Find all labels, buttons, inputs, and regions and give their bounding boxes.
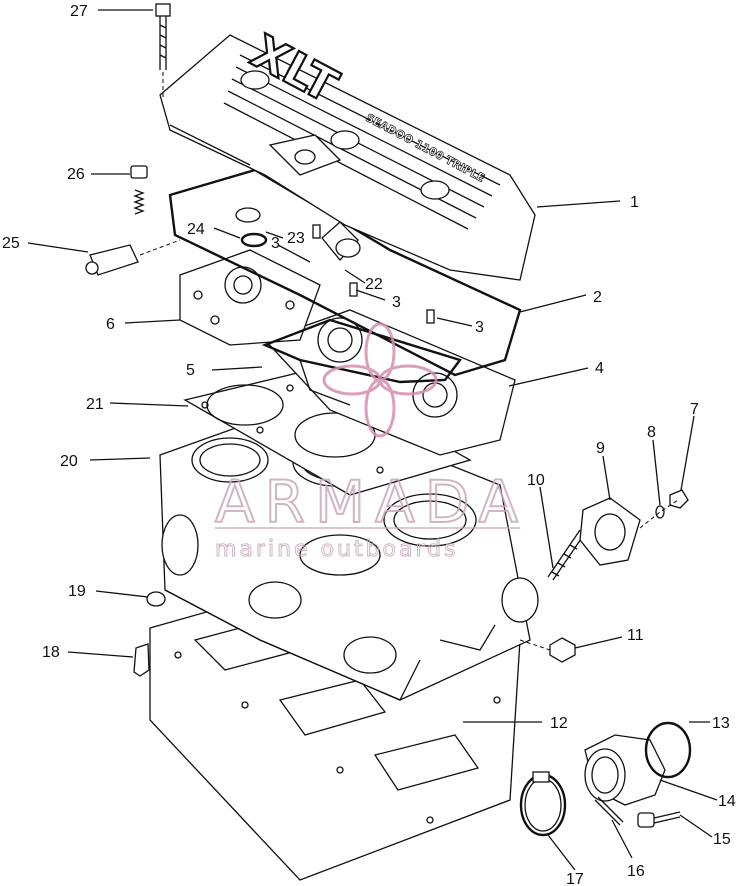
leader-lines [27,9,718,871]
gasket-5 [261,318,462,384]
callout-21: 21 [86,396,104,413]
callout-11: 11 [627,627,644,644]
callout-19: 19 [68,583,86,600]
callout-2: 2 [593,289,602,306]
callout-14: 14 [718,793,736,810]
callout-15: 15 [713,831,731,848]
callout-26: 26 [67,166,85,183]
callout-24: 24 [187,221,205,238]
cylinder-head-4 [263,309,516,456]
callout-6: 6 [106,316,115,333]
watermark-logo: ARMADA marine outboards [214,322,528,563]
callout-3a: 3 [271,235,280,252]
callout-23: 23 [287,230,305,247]
callout-13: 13 [712,715,730,732]
callout-labels: 27 1 2 3 3 3 4 5 6 7 8 9 10 11 12 13 14 … [2,3,736,886]
watermark-mark [322,322,438,438]
callout-7: 7 [690,401,699,418]
callout-5: 5 [186,362,195,379]
callout-27: 27 [70,3,88,20]
callout-3c: 3 [475,319,484,336]
head-gasket-21 [183,369,472,496]
callout-12: 12 [550,715,568,732]
callout-4: 4 [595,360,604,377]
callout-20: 20 [60,453,78,470]
callout-8: 8 [647,424,656,441]
callout-10: 10 [527,472,545,489]
callout-3b: 3 [392,294,401,311]
callout-25: 25 [2,235,20,252]
hardware-parts [85,3,692,837]
watermark-brand: ARMADA [215,468,528,536]
head-section-6 [179,249,321,346]
callout-18: 18 [42,644,60,661]
callout-16: 16 [627,863,645,880]
callout-22: 22 [365,276,383,293]
callout-9: 9 [596,440,605,457]
callout-1: 1 [630,194,639,211]
watermark-tagline: marine outboards [215,537,459,562]
callout-17: 17 [566,871,584,886]
